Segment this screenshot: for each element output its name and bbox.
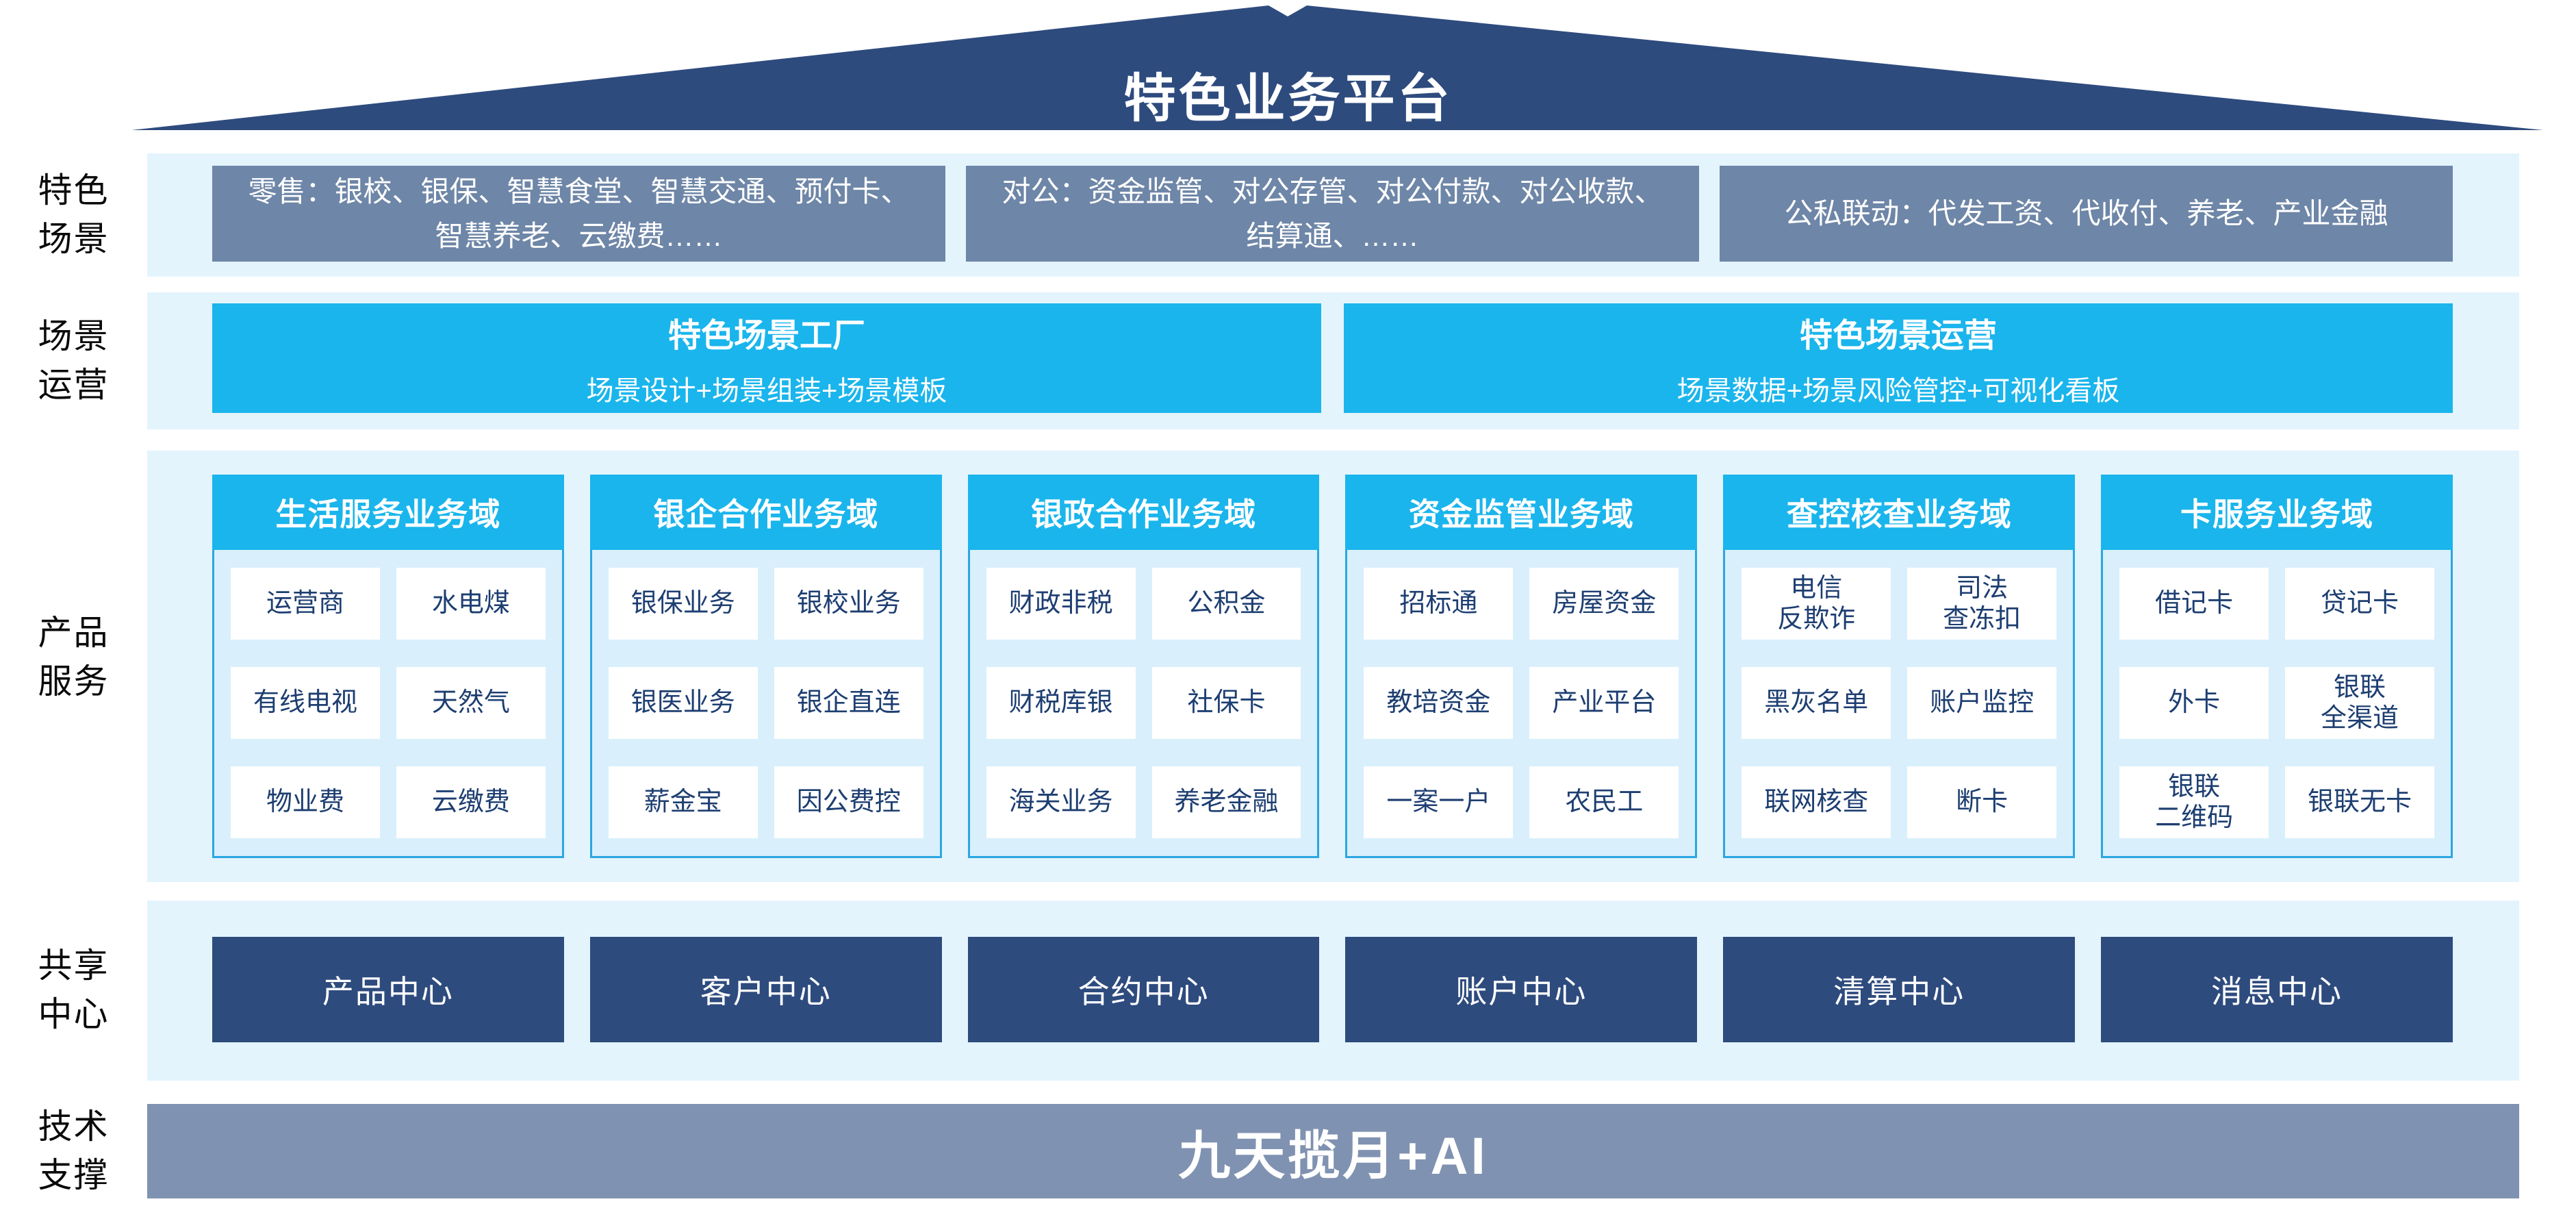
column-header: 资金监管业务域 (1345, 475, 1698, 550)
center-box-contract: 合约中心 (967, 937, 1320, 1042)
operation-box-operation: 特色场景运营 场景数据+场景风险管控+可视化看板 (1344, 303, 2453, 413)
operation-panel: 特色场景工厂 场景设计+场景组装+场景模板 特色场景运营 场景数据+场景风险管控… (147, 292, 2519, 429)
product-cell: 银校业务 (774, 568, 923, 640)
product-cell: 天然气 (396, 667, 546, 739)
product-cell: 社保卡 (1151, 667, 1301, 739)
column-body: 电信 反欺诈 司法 查冻扣 黑灰名单 账户监控 联网核查 断卡 (1723, 550, 2076, 858)
product-cell: 物业费 (231, 766, 380, 838)
scene-box-public-private: 公私联动：代发工资、代收付、养老、产业金融 (1720, 166, 2453, 262)
product-cell: 断卡 (1907, 766, 2057, 838)
column-body: 借记卡 贷记卡 外卡 银联 全渠道 银联 二维码 银联无卡 (2101, 550, 2453, 858)
product-cell: 财税库银 (986, 667, 1136, 739)
page-title: 特色业务平台 (1123, 70, 1453, 128)
product-cell: 养老金融 (1151, 766, 1301, 838)
product-cell: 公积金 (1151, 568, 1301, 640)
product-cell: 银医业务 (608, 667, 758, 739)
operation-box-factory: 特色场景工厂 场景设计+场景组装+场景模板 (212, 303, 1321, 413)
product-cell: 银企直连 (774, 667, 923, 739)
products-panel: 生活服务业务域 运营商 水电煤 有线电视 天然气 物业费 云缴费 银企合作业务域… (147, 451, 2519, 882)
product-cell: 有线电视 (231, 667, 380, 739)
product-cell: 云缴费 (396, 766, 546, 838)
product-cell: 教培资金 (1364, 667, 1514, 739)
column-header: 卡服务业务域 (2101, 475, 2453, 550)
operation-box-subtitle: 场景数据+场景风险管控+可视化看板 (1676, 376, 2120, 406)
product-cell: 银保业务 (608, 568, 758, 640)
product-cell: 黑灰名单 (1742, 667, 1891, 739)
product-cell: 薪金宝 (608, 766, 758, 838)
scene-panel: 零售：银校、银保、智慧食堂、智慧交通、预付卡、智慧养老、云缴费…… 对公：资金监… (147, 153, 2519, 277)
product-cell: 贷记卡 (2285, 568, 2434, 640)
product-cell: 借记卡 (2119, 568, 2269, 640)
scene-box-retail: 零售：银校、银保、智慧食堂、智慧交通、预付卡、智慧养老、云缴费…… (212, 166, 945, 262)
column-body: 财政非税 公积金 财税库银 社保卡 海关业务 养老金融 (967, 550, 1320, 858)
product-column-bank-enterprise: 银企合作业务域 银保业务 银校业务 银医业务 银企直连 薪金宝 因公费控 (589, 475, 942, 858)
product-cell: 电信 反欺诈 (1742, 568, 1891, 640)
center-box-product: 产品中心 (212, 937, 564, 1042)
column-header: 生活服务业务域 (212, 475, 564, 550)
scene-box-row: 零售：银校、银保、智慧食堂、智慧交通、预付卡、智慧养老、云缴费…… 对公：资金监… (212, 166, 2453, 262)
product-column-inspection: 查控核查业务域 电信 反欺诈 司法 查冻扣 黑灰名单 账户监控 联网核查 断卡 (1723, 475, 2076, 858)
centers-panel: 产品中心 客户中心 合约中心 账户中心 清算中心 消息中心 (147, 901, 2519, 1081)
product-cell: 一案一户 (1364, 766, 1514, 838)
product-cell: 司法 查冻扣 (1907, 568, 2057, 640)
center-box-clearing: 清算中心 (1723, 937, 2076, 1042)
center-box-account: 账户中心 (1345, 937, 1698, 1042)
product-cell: 账户监控 (1907, 667, 2057, 739)
column-body: 银保业务 银校业务 银医业务 银企直连 薪金宝 因公费控 (589, 550, 942, 858)
product-cell: 海关业务 (986, 766, 1136, 838)
product-cell: 房屋资金 (1529, 568, 1679, 640)
column-header: 查控核查业务域 (1723, 475, 2076, 550)
product-cell: 联网核查 (1742, 766, 1891, 838)
product-cell: 银联无卡 (2285, 766, 2434, 838)
center-box-row: 产品中心 客户中心 合约中心 账户中心 清算中心 消息中心 (212, 937, 2453, 1042)
column-header: 银企合作业务域 (589, 475, 942, 550)
roof-shape (131, 5, 2543, 130)
product-cell: 银联 全渠道 (2285, 667, 2434, 739)
product-cell: 银联 二维码 (2119, 766, 2269, 838)
product-cell: 运营商 (231, 568, 380, 640)
product-column-row: 生活服务业务域 运营商 水电煤 有线电视 天然气 物业费 云缴费 银企合作业务域… (212, 475, 2453, 858)
operation-box-row: 特色场景工厂 场景设计+场景组装+场景模板 特色场景运营 场景数据+场景风险管控… (212, 303, 2453, 413)
product-cell: 因公费控 (774, 766, 923, 838)
scene-box-corporate: 对公：资金监管、对公存管、对公付款、对公收款、结算通、…… (966, 166, 1699, 262)
product-cell: 外卡 (2119, 667, 2269, 739)
column-body: 运营商 水电煤 有线电视 天然气 物业费 云缴费 (212, 550, 564, 858)
column-header: 银政合作业务域 (967, 475, 1320, 550)
product-column-life-services: 生活服务业务域 运营商 水电煤 有线电视 天然气 物业费 云缴费 (212, 475, 564, 858)
product-column-card-services: 卡服务业务域 借记卡 贷记卡 外卡 银联 全渠道 银联 二维码 银联无卡 (2101, 475, 2453, 858)
operation-box-title: 特色场景运营 (1799, 318, 1997, 354)
product-cell: 水电煤 (396, 568, 546, 640)
center-box-customer: 客户中心 (589, 937, 942, 1042)
product-cell: 招标通 (1364, 568, 1514, 640)
row-label-centers: 共享 中心 (38, 946, 110, 1033)
tech-support-banner: 九天揽月+AI (147, 1104, 2519, 1198)
row-label-operation: 场景 运营 (38, 317, 110, 404)
column-body: 招标通 房屋资金 教培资金 产业平台 一案一户 农民工 (1345, 550, 1698, 858)
product-cell: 产业平台 (1529, 667, 1679, 739)
row-label-tech: 技术 支撑 (38, 1107, 110, 1194)
product-cell: 农民工 (1529, 766, 1679, 838)
product-column-bank-government: 银政合作业务域 财政非税 公积金 财税库银 社保卡 海关业务 养老金融 (967, 475, 1320, 858)
row-label-scene: 特色 场景 (38, 171, 110, 258)
row-label-products: 产品 服务 (38, 614, 110, 701)
operation-box-title: 特色场景工厂 (667, 318, 865, 354)
product-cell: 财政非税 (986, 568, 1136, 640)
center-box-message: 消息中心 (2101, 937, 2453, 1042)
product-column-fund-supervision: 资金监管业务域 招标通 房屋资金 教培资金 产业平台 一案一户 农民工 (1345, 475, 1698, 858)
operation-box-subtitle: 场景设计+场景组装+场景模板 (586, 376, 947, 406)
